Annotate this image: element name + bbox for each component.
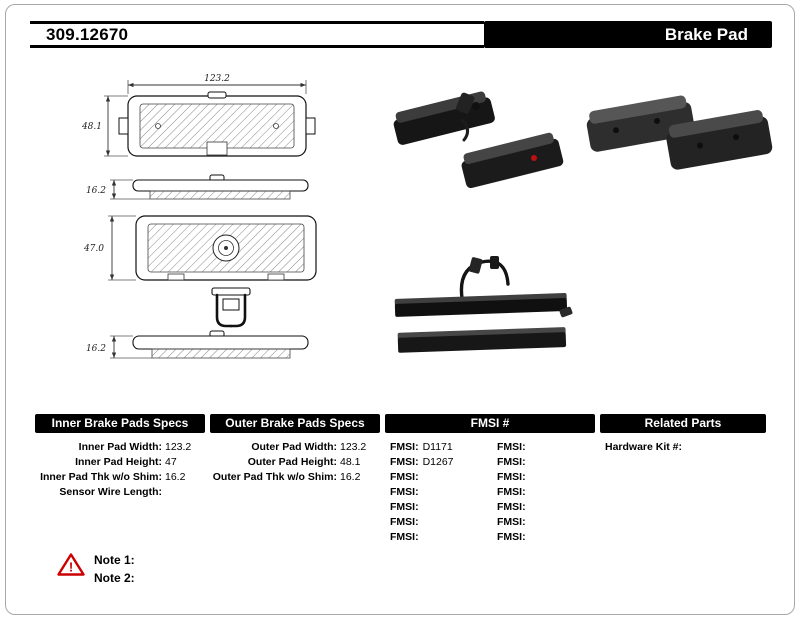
related-parts-header: Related Parts [600,414,766,433]
spec-row-outer-thickness: Outer Pad Thk w/o Shim: 16.2 [210,470,378,485]
fmsi-row: FMSI: [390,485,490,500]
fmsi-label: FMSI: [390,531,419,543]
spec-row-inner-height: Inner Pad Height: 47 [35,455,203,470]
warning-icon: ! [57,553,85,576]
spec-row-inner-thickness: Inner Pad Thk w/o Shim: 16.2 [35,470,203,485]
fmsi-header: FMSI # [385,414,595,433]
photo-pad-pair [586,95,773,170]
related-label: Hardware Kit #: [605,441,683,453]
note-2-label: Note 2: [94,571,135,585]
fmsi-label: FMSI: [497,456,526,468]
pad-side-drawing-2: 16.2 [86,330,309,359]
fmsi-label: FMSI: [497,531,526,543]
fmsi-row: FMSI: [497,530,592,545]
note-1: Note 1: [94,553,139,567]
fmsi-row: FMSI: [497,440,592,455]
inner-specs-list: Inner Pad Width: 123.2 Inner Pad Height:… [35,440,203,500]
spec-label: Outer Pad Thk w/o Shim: [212,471,337,483]
dim-pad-height-1: 48.1 [81,122,102,132]
photo-pad-edge-view [394,256,573,353]
fmsi-row: FMSI: [390,470,490,485]
part-number-block: 309.12670 [30,21,484,48]
svg-text:!: ! [69,560,73,575]
spec-label: Sensor Wire Length: [59,486,162,498]
diagram-canvas: 123.2 48.1 16.2 47.0 [81,74,773,359]
pad-front-drawing-2: 47.0 [83,215,317,281]
spec-value: 16.2 [165,471,186,483]
spec-value: 48.1 [340,456,361,468]
fmsi-label: FMSI: [497,501,526,513]
fmsi-row: FMSI: [497,455,592,470]
spec-row-inner-width: Inner Pad Width: 123.2 [35,440,203,455]
fmsi-row: FMSI:D1171 [390,440,490,455]
product-type: Brake Pad [664,24,748,44]
note-1-label: Note 1: [94,553,135,567]
fmsi-list-right: FMSI: FMSI: FMSI: FMSI: FMSI: FMSI: FMSI… [497,440,592,545]
fmsi-row: FMSI: [390,530,490,545]
fmsi-label: FMSI: [390,441,419,453]
fmsi-label: FMSI: [497,516,526,528]
spec-row-sensor-wire: Sensor Wire Length: [35,485,203,500]
fmsi-value: D1267 [422,456,454,468]
fmsi-row: FMSI: [497,470,592,485]
spec-label: Outer Pad Height: [247,456,337,468]
dim-pad-height-2: 47.0 [83,244,104,254]
page-header: 309.12670 Brake Pad [30,21,772,48]
spec-value: 123.2 [340,441,367,453]
sensor-clip-drawing [211,287,251,328]
spec-row-outer-width: Outer Pad Width: 123.2 [210,440,378,455]
dim-pad-thickness-1: 16.2 [86,186,106,196]
spec-label: Outer Pad Width: [251,441,337,453]
page-frame [5,4,795,615]
spec-label: Inner Pad Thk w/o Shim: [40,471,162,483]
pad-front-drawing-1: 123.2 48.1 [81,74,316,157]
fmsi-label: FMSI: [497,471,526,483]
fmsi-value: D1171 [422,441,453,453]
part-number: 309.12670 [46,24,129,44]
fmsi-list-left: FMSI:D1171 FMSI:D1267 FMSI: FMSI: FMSI: … [390,440,490,545]
fmsi-row: FMSI: [497,515,592,530]
spec-label: Inner Pad Width: [78,441,162,453]
fmsi-row: FMSI:D1267 [390,455,490,470]
fmsi-row: FMSI: [497,500,592,515]
product-type-banner: Brake Pad [484,21,772,48]
dim-pad-width: 123.2 [204,74,230,84]
fmsi-row: FMSI: [497,485,592,500]
spec-value [165,485,203,500]
fmsi-label: FMSI: [390,486,419,498]
related-parts-list: Hardware Kit #: [605,440,763,455]
photo-pads-with-hardware [393,91,564,189]
spec-value: 16.2 [340,471,361,483]
related-row-hardware-kit: Hardware Kit #: [605,440,763,455]
spec-value: 47 [165,456,177,468]
dim-pad-thickness-2: 16.2 [86,344,106,354]
note-2: Note 2: [94,571,139,585]
fmsi-row: FMSI: [390,500,490,515]
inner-specs-header: Inner Brake Pads Specs [35,414,205,433]
spec-label: Inner Pad Height: [75,456,162,468]
outer-specs-header: Outer Brake Pads Specs [210,414,380,433]
fmsi-label: FMSI: [390,456,419,468]
fmsi-label: FMSI: [390,501,419,513]
fmsi-row: FMSI: [390,515,490,530]
fmsi-label: FMSI: [497,486,526,498]
spec-value: 123.2 [165,441,192,453]
fmsi-label: FMSI: [390,516,419,528]
outer-specs-list: Outer Pad Width: 123.2 Outer Pad Height:… [210,440,378,485]
fmsi-label: FMSI: [390,471,419,483]
spec-row-outer-height: Outer Pad Height: 48.1 [210,455,378,470]
fmsi-label: FMSI: [497,441,526,453]
pad-side-drawing-1: 16.2 [86,174,309,200]
